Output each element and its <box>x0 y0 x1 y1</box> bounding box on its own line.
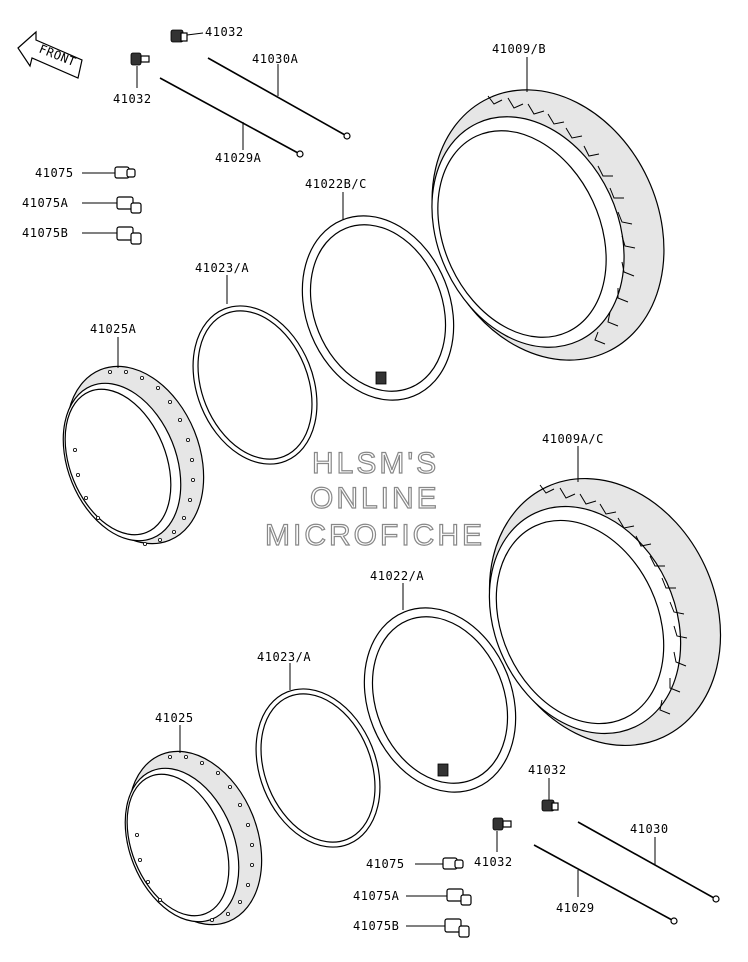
watermark: HLSM'S ONLINE MICROFICHE <box>264 446 485 552</box>
label-41025A: 41025A <box>90 322 137 336</box>
label-41032-bottom-right: 41032 <box>528 763 567 777</box>
balance-weight-41075B <box>82 226 142 245</box>
watermark-line1: HLSM'S <box>312 447 439 480</box>
label-41025: 41025 <box>155 711 194 725</box>
label-41030: 41030 <box>630 822 669 836</box>
balance-weight-41075 <box>82 166 136 179</box>
front-arrow-icon: FRONT <box>17 30 83 79</box>
label-41032-top: 41032 <box>205 25 244 39</box>
label-41075: 41075 <box>35 166 74 180</box>
inner-tube-41022B-C <box>301 192 455 401</box>
spoke-41030A <box>207 57 351 140</box>
label-41023A-top: 41023/A <box>195 261 249 275</box>
label-41075A: 41075A <box>22 196 69 210</box>
balance-weight-41075-bottom <box>415 857 464 870</box>
valve-core-41032-left <box>130 52 150 88</box>
label-41075B: 41075B <box>22 226 68 240</box>
valve-core-41032-bottom-center <box>492 817 512 852</box>
rim-band-41023A-bottom <box>255 663 381 848</box>
label-41075B-bottom: 41075B <box>353 919 399 933</box>
rim-41025 <box>124 725 263 926</box>
label-41022B-C: 41022B/C <box>305 177 367 191</box>
label-41032-bottom-center: 41032 <box>474 855 513 869</box>
label-41075-bottom: 41075 <box>366 857 405 871</box>
watermark-line3: MICROFICHE <box>265 519 485 552</box>
watermark-line2: ONLINE <box>310 482 440 515</box>
balance-weight-41075A <box>82 196 142 214</box>
label-41022A: 41022/A <box>370 569 424 583</box>
label-41075A-bottom: 41075A <box>353 889 400 903</box>
front-tire-41009A-C <box>488 446 722 747</box>
rear-tire-41009-B <box>431 57 665 361</box>
label-41029: 41029 <box>556 901 595 915</box>
inner-tube-41022A <box>363 583 517 793</box>
label-41009-B: 41009/B <box>492 42 546 56</box>
label-41030A: 41030A <box>252 52 299 66</box>
label-41029A: 41029A <box>215 151 262 165</box>
rim-band-41023A-top <box>192 275 318 465</box>
spoke-41029 <box>533 844 678 925</box>
spoke-41029A <box>159 77 304 158</box>
valve-cap-41032-top <box>170 29 204 43</box>
valve-cap-41032-bottom-right <box>541 778 559 812</box>
balance-weight-41075A-bottom <box>406 888 472 906</box>
label-41009A-C: 41009A/C <box>542 432 604 446</box>
label-41032-left: 41032 <box>113 92 152 106</box>
rim-41025A <box>62 337 205 547</box>
balance-weight-41075B-bottom <box>406 918 470 938</box>
label-41023A-bottom: 41023/A <box>257 650 311 664</box>
spoke-41030 <box>577 821 720 903</box>
